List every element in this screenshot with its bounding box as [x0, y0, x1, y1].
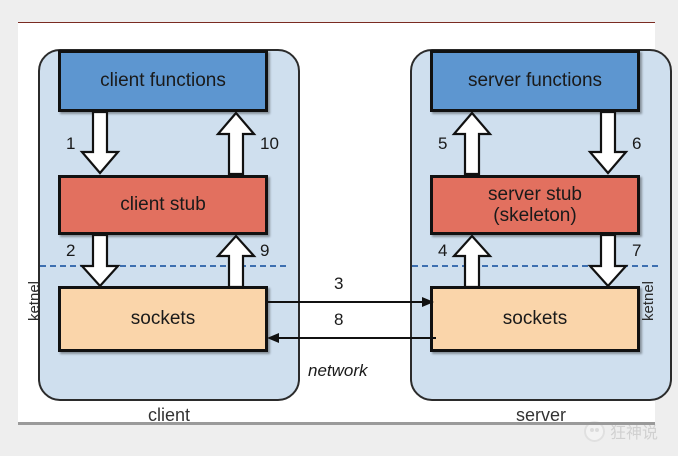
server-stub-box[interactable]: server stub (skeleton) [430, 175, 640, 235]
client-sockets-box[interactable]: sockets [58, 286, 268, 352]
step-number-8: 8 [334, 310, 344, 329]
server-functions-box[interactable]: server functions [430, 50, 640, 112]
client-kernel-boundary-line [40, 265, 286, 267]
server-stub-label-line1: server stub [488, 183, 582, 205]
diagram-canvas: client functions client stub sockets ket… [18, 22, 672, 442]
step-number-3: 3 [334, 274, 344, 293]
arrow-client-stub-to-sock [79, 233, 121, 288]
network-request-arrow [266, 295, 436, 309]
bottom-rule [18, 422, 655, 425]
server-kernel-boundary-line [412, 265, 658, 267]
step-number-4: 4 [438, 241, 448, 260]
network-reply-arrow [266, 331, 436, 345]
server-caption: server [515, 405, 566, 425]
watermark-text: 狂神说 [610, 423, 659, 442]
step-number-7: 7 [632, 241, 642, 260]
step-number-2: 2 [66, 241, 76, 260]
server-stub-label-line2: (skeleton) [493, 205, 577, 226]
arrow-server-stub-to-sock [587, 233, 629, 288]
step-number-9: 9 [260, 241, 270, 260]
client-stub-box[interactable]: client stub [58, 175, 268, 235]
step-number-5: 5 [438, 134, 448, 153]
arrow-server-stub-to-fn [451, 111, 493, 176]
client-caption: client [147, 405, 191, 425]
watermark: 狂神说 [584, 419, 658, 443]
arrow-client-fn-to-stub [79, 110, 121, 175]
network-label: network [308, 361, 368, 380]
server-sockets-box[interactable]: sockets [430, 286, 640, 352]
client-functions-box[interactable]: client functions [58, 50, 268, 112]
arrow-server-sock-to-stub [451, 234, 493, 289]
arrow-client-stub-to-fn [215, 111, 257, 176]
circle-logo-icon [584, 420, 605, 442]
step-number-6: 6 [632, 134, 642, 153]
step-number-1: 1 [66, 134, 76, 153]
arrow-server-fn-to-stub [587, 110, 629, 175]
step-number-10: 10 [260, 134, 279, 153]
arrow-client-sock-to-stub [215, 234, 257, 289]
server-kernel-label: ketnel [640, 281, 657, 322]
client-kernel-label: ketnel [26, 281, 43, 322]
